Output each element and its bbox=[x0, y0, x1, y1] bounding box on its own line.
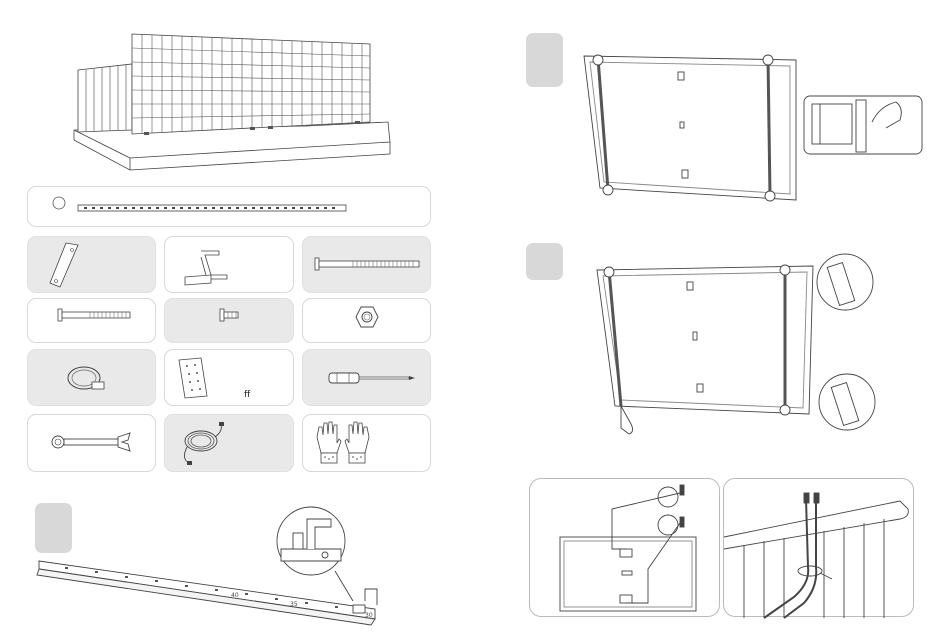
gloves-icon bbox=[313, 419, 373, 469]
part-card-z-hook bbox=[164, 236, 294, 293]
hex-nut-icon bbox=[355, 305, 379, 329]
short-bolt-icon bbox=[218, 309, 242, 321]
template-label: ff bbox=[244, 390, 250, 400]
part-card-screwdriver bbox=[302, 349, 431, 406]
part-card-hose-clamp bbox=[27, 349, 156, 406]
balcony-solar-panel-illustration bbox=[70, 30, 400, 170]
cable-tie-railing-card bbox=[723, 478, 914, 617]
part-card-template: ff bbox=[164, 349, 294, 406]
rail-part-card bbox=[27, 186, 431, 227]
angled-bracket-plate-icon bbox=[48, 241, 88, 291]
hose-clamp-icon bbox=[64, 360, 108, 394]
rail-mark-30: 30 bbox=[365, 612, 373, 619]
part-card-medium-bolt bbox=[27, 298, 156, 343]
drill-template-icon bbox=[175, 356, 211, 400]
mounting-rail-icon bbox=[48, 195, 348, 219]
part-card-gloves bbox=[302, 414, 431, 472]
step-number-box-b bbox=[526, 243, 563, 280]
cable-tie-railing-icon bbox=[724, 479, 915, 618]
part-card-short-bolt bbox=[164, 298, 294, 343]
cable-connection-card bbox=[529, 478, 720, 617]
long-bolt-icon bbox=[313, 257, 423, 271]
rail-mark-35: 35 bbox=[290, 601, 298, 608]
rail-mark-40: 40 bbox=[231, 592, 239, 599]
cable-connection-icon bbox=[530, 479, 721, 618]
part-card-nut bbox=[302, 298, 431, 343]
part-card-wrench bbox=[27, 414, 156, 472]
wrench-icon bbox=[50, 431, 134, 453]
rails-on-panel-illustration bbox=[580, 50, 930, 210]
part-card-bracket-plate bbox=[27, 236, 156, 293]
screwdriver-icon bbox=[327, 372, 417, 384]
part-card-cable bbox=[164, 414, 294, 472]
step-number-box-a bbox=[526, 33, 563, 87]
rails-attached-panel-illustration bbox=[595, 256, 885, 436]
rail-assembly-illustration: 40 35 30 bbox=[35, 505, 415, 635]
z-hook-bracket-icon bbox=[181, 247, 231, 287]
medium-bolt-icon bbox=[56, 309, 132, 321]
cable-coil-icon bbox=[177, 419, 227, 469]
part-card-long-bolt bbox=[302, 236, 431, 293]
